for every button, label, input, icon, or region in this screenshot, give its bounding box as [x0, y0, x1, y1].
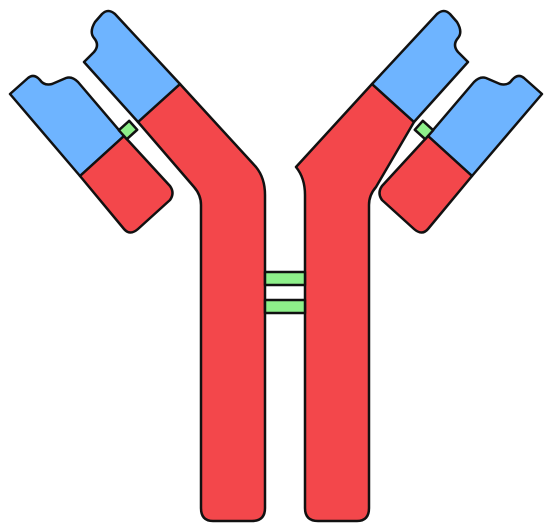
left-heavy-chain — [138, 84, 265, 521]
right-heavy-chain — [296, 84, 414, 521]
hinge-disulfide-bond-upper — [265, 272, 305, 285]
hinge-disulfide-bond-lower — [265, 300, 305, 313]
